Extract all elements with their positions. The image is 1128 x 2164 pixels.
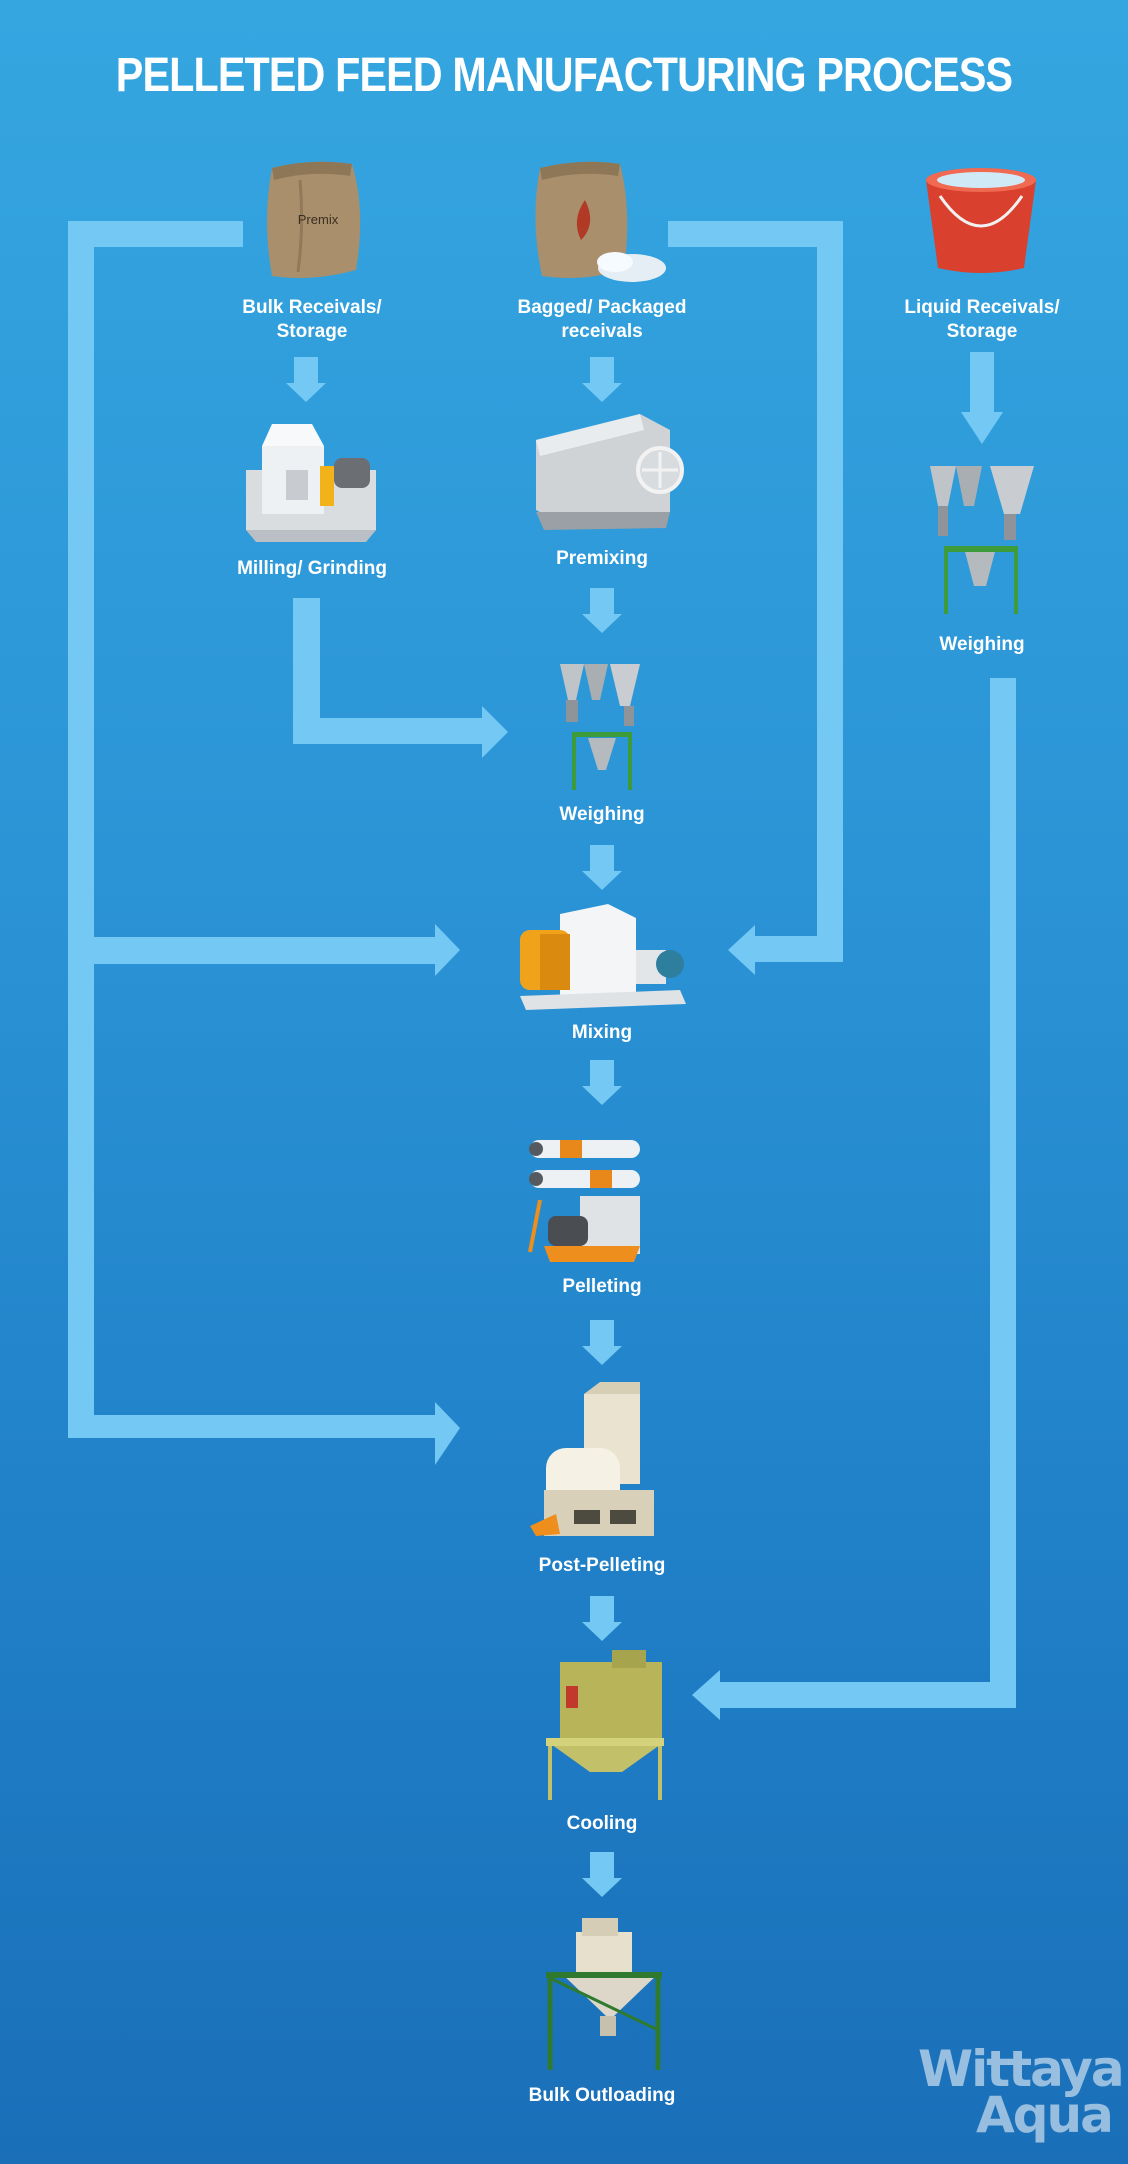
- post-pelleting-icon: [530, 1382, 654, 1536]
- label-bulk-receivals: Bulk Receivals/ Storage: [242, 297, 382, 342]
- arrow-bagged-bypass: [668, 221, 843, 975]
- logo-line-1: Wittaya: [918, 2040, 1125, 2098]
- arrow-down-postpelleting-to-cooling: [582, 1596, 622, 1641]
- label-bagged-receivals: Bagged/ Packaged receivals: [517, 297, 687, 342]
- bucket-icon: [926, 168, 1036, 273]
- arrow-down-weighing-to-mixing: [582, 845, 622, 890]
- weighing-hoppers-main-icon: [560, 664, 640, 790]
- label-post-pelleting: Post-Pelleting: [538, 1555, 666, 1576]
- arrow-down-mixing-to-pelleting: [582, 1060, 622, 1105]
- label-liquid-receivals: Liquid Receivals/ Storage: [904, 297, 1060, 342]
- arrow-down-liquid-to-weighing: [961, 352, 1003, 444]
- bag-label: Premix: [298, 212, 339, 227]
- cooler-icon: [546, 1650, 664, 1800]
- premix-mixer-icon: [536, 414, 684, 530]
- arrow-down-premixing-to-weighing: [582, 588, 622, 633]
- bulk-outloading-silo-icon: [546, 1918, 662, 2070]
- arrow-down-bagged-to-premixing: [582, 357, 622, 402]
- arrow-down-pelleting-to-postpelleting: [582, 1320, 622, 1365]
- logo-line-2: Aqua: [976, 2086, 1114, 2144]
- label-weighing-main: Weighing: [559, 804, 645, 825]
- label-cooling: Cooling: [566, 1813, 638, 1834]
- arrow-down-cooling-to-outloading: [582, 1852, 622, 1897]
- arrow-liquid-to-cooling: [692, 678, 1016, 1720]
- premix-bag-icon: Premix: [267, 161, 361, 278]
- label-mixing: Mixing: [571, 1022, 633, 1043]
- mixer-icon: [520, 904, 686, 1010]
- arrow-milling-to-weighing: [293, 598, 508, 758]
- bagged-sack-icon: [535, 161, 666, 282]
- pellet-mill-icon: [528, 1140, 640, 1262]
- label-premixing: Premixing: [556, 548, 648, 569]
- arrow-down-bulk-to-milling: [286, 357, 326, 402]
- weighing-hoppers-liquid-icon: [930, 466, 1034, 614]
- label-pelleting: Pelleting: [562, 1276, 642, 1297]
- page-title: PELLETED FEED MANUFACTURING PROCESS: [115, 49, 1013, 102]
- label-bulk-outloading: Bulk Outloading: [528, 2085, 676, 2106]
- hammer-mill-icon: [246, 424, 376, 542]
- label-milling: Milling/ Grinding: [237, 558, 387, 579]
- arrow-bulk-bypass: [68, 221, 460, 1465]
- label-weighing-liquid: Weighing: [939, 634, 1025, 655]
